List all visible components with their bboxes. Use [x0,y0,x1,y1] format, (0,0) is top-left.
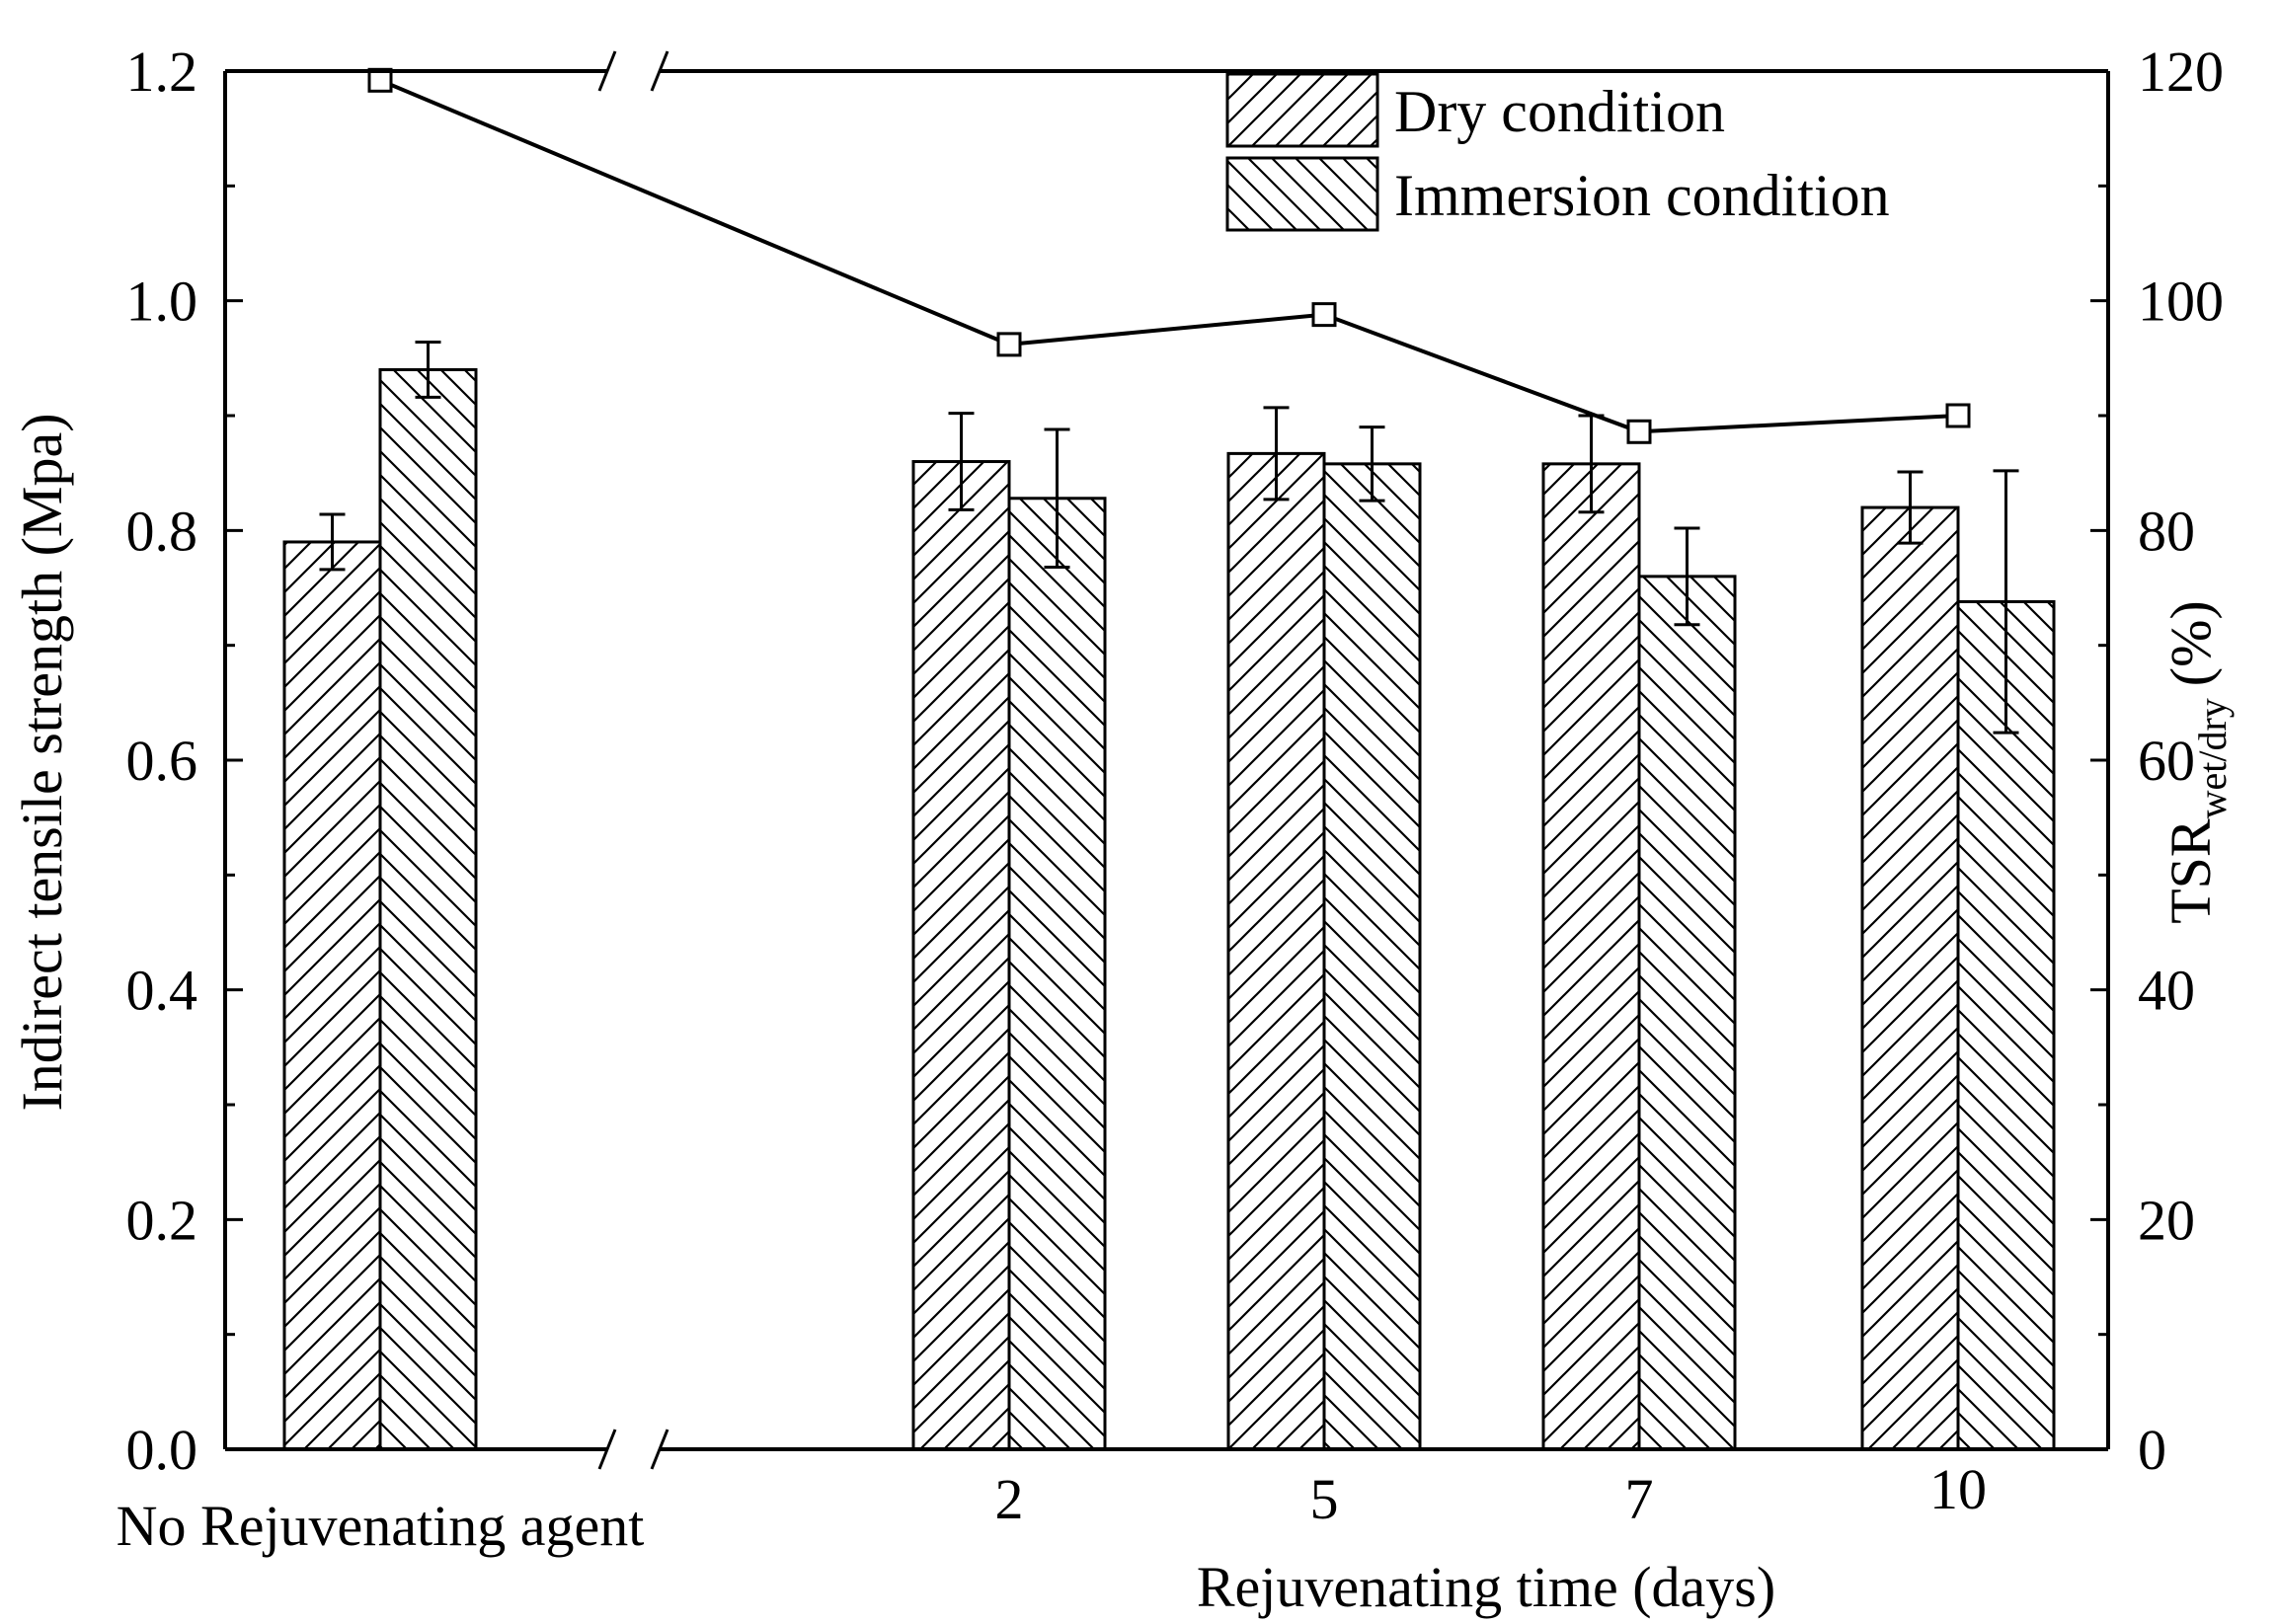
tsr-marker-2 [1311,302,1337,328]
bar-immersion-3 [1637,575,1737,1451]
y-right-tick-label: 100 [2138,270,2224,334]
y-right-tick-label: 40 [2138,959,2195,1023]
error-bar-dry-4 [1897,470,1924,545]
error-bar-dry-1 [948,412,975,511]
y-axis-title: Indirect tensile strength (Mpa) [10,413,74,1111]
right-axis-title-unit: (%) [2159,600,2223,686]
x-tick-label: 10 [1929,1457,1987,1521]
error-bar-immersion-3 [1674,526,1700,627]
bar-dry-4 [1860,505,1960,1451]
error-bar-dry-0 [319,512,346,572]
y-right-tick-label: 80 [2138,499,2195,563]
error-bar-immersion-1 [1044,427,1070,570]
y-right-tick-label: 60 [2138,729,2195,793]
bar-immersion-2 [1322,462,1422,1451]
axis-ticks [225,69,2108,1451]
axis-break-mark-top-right [650,50,669,92]
bar-immersion-0 [378,367,478,1451]
bar-immersion-1 [1007,497,1107,1451]
y-right-tick-label: 120 [2138,39,2224,104]
error-bar-immersion-0 [415,341,441,399]
y-tick-label: 0.8 [126,499,198,563]
axis-break-mark-bottom-right [650,1429,669,1470]
right-axis-title-subscript: wet/dry [2190,698,2235,818]
axis-break-mark-bottom-left [597,1429,617,1470]
legend-swatch-immersion [1225,156,1379,232]
error-bars-layer [319,341,2019,735]
error-bar-immersion-2 [1359,425,1385,503]
y-tick-label: 0.4 [126,959,198,1023]
tsr-line-layer [367,67,1971,444]
x-tick-label: No Rejuvenating agent [117,1494,645,1558]
axis-break-mark-top-left [597,50,617,92]
bar-dry-1 [911,460,1011,1451]
x-tick-label: 7 [1625,1467,1654,1531]
legend-swatch-dry [1225,72,1379,148]
error-bar-dry-2 [1263,406,1290,502]
tick-labels: 0.0 0.2 0.4 0.6 0.8 1.0 1.2 0 20 40 60 80 100 120 No R… [117,39,2224,1558]
bars-layer [282,367,2056,1451]
legend-label-immersion: Immersion condition [1394,163,1890,228]
x-tick-label: 5 [1310,1467,1339,1531]
tsr-marker-1 [996,332,1022,357]
y-tick-label: 1.2 [126,39,198,104]
bar-dry-0 [282,540,382,1451]
right-axis-title: TSRwet/dry (%) [2159,600,2235,924]
error-bar-immersion-4 [1993,469,2019,735]
x-axis-title: Rejuvenating time (days) [1197,1555,1775,1619]
bar-dry-3 [1541,462,1641,1451]
y-tick-label: 0.0 [126,1418,198,1482]
plot-frame [223,50,2110,1470]
y-tick-label: 0.2 [126,1188,198,1252]
y-tick-label: 0.6 [126,729,198,793]
tsr-marker-4 [1945,403,1971,428]
tsr-marker-3 [1626,419,1652,444]
bar-dry-2 [1226,451,1326,1451]
bar-immersion-4 [1956,599,2056,1451]
legend: Dry condition Immersion condition [1225,72,1890,232]
x-tick-label: 2 [995,1467,1024,1531]
right-axis-title-main: TSR [2159,818,2223,924]
y-right-tick-label: 0 [2138,1418,2166,1482]
y-right-tick-label: 20 [2138,1188,2195,1252]
y-tick-label: 1.0 [126,270,198,334]
legend-label-dry: Dry condition [1394,79,1725,144]
